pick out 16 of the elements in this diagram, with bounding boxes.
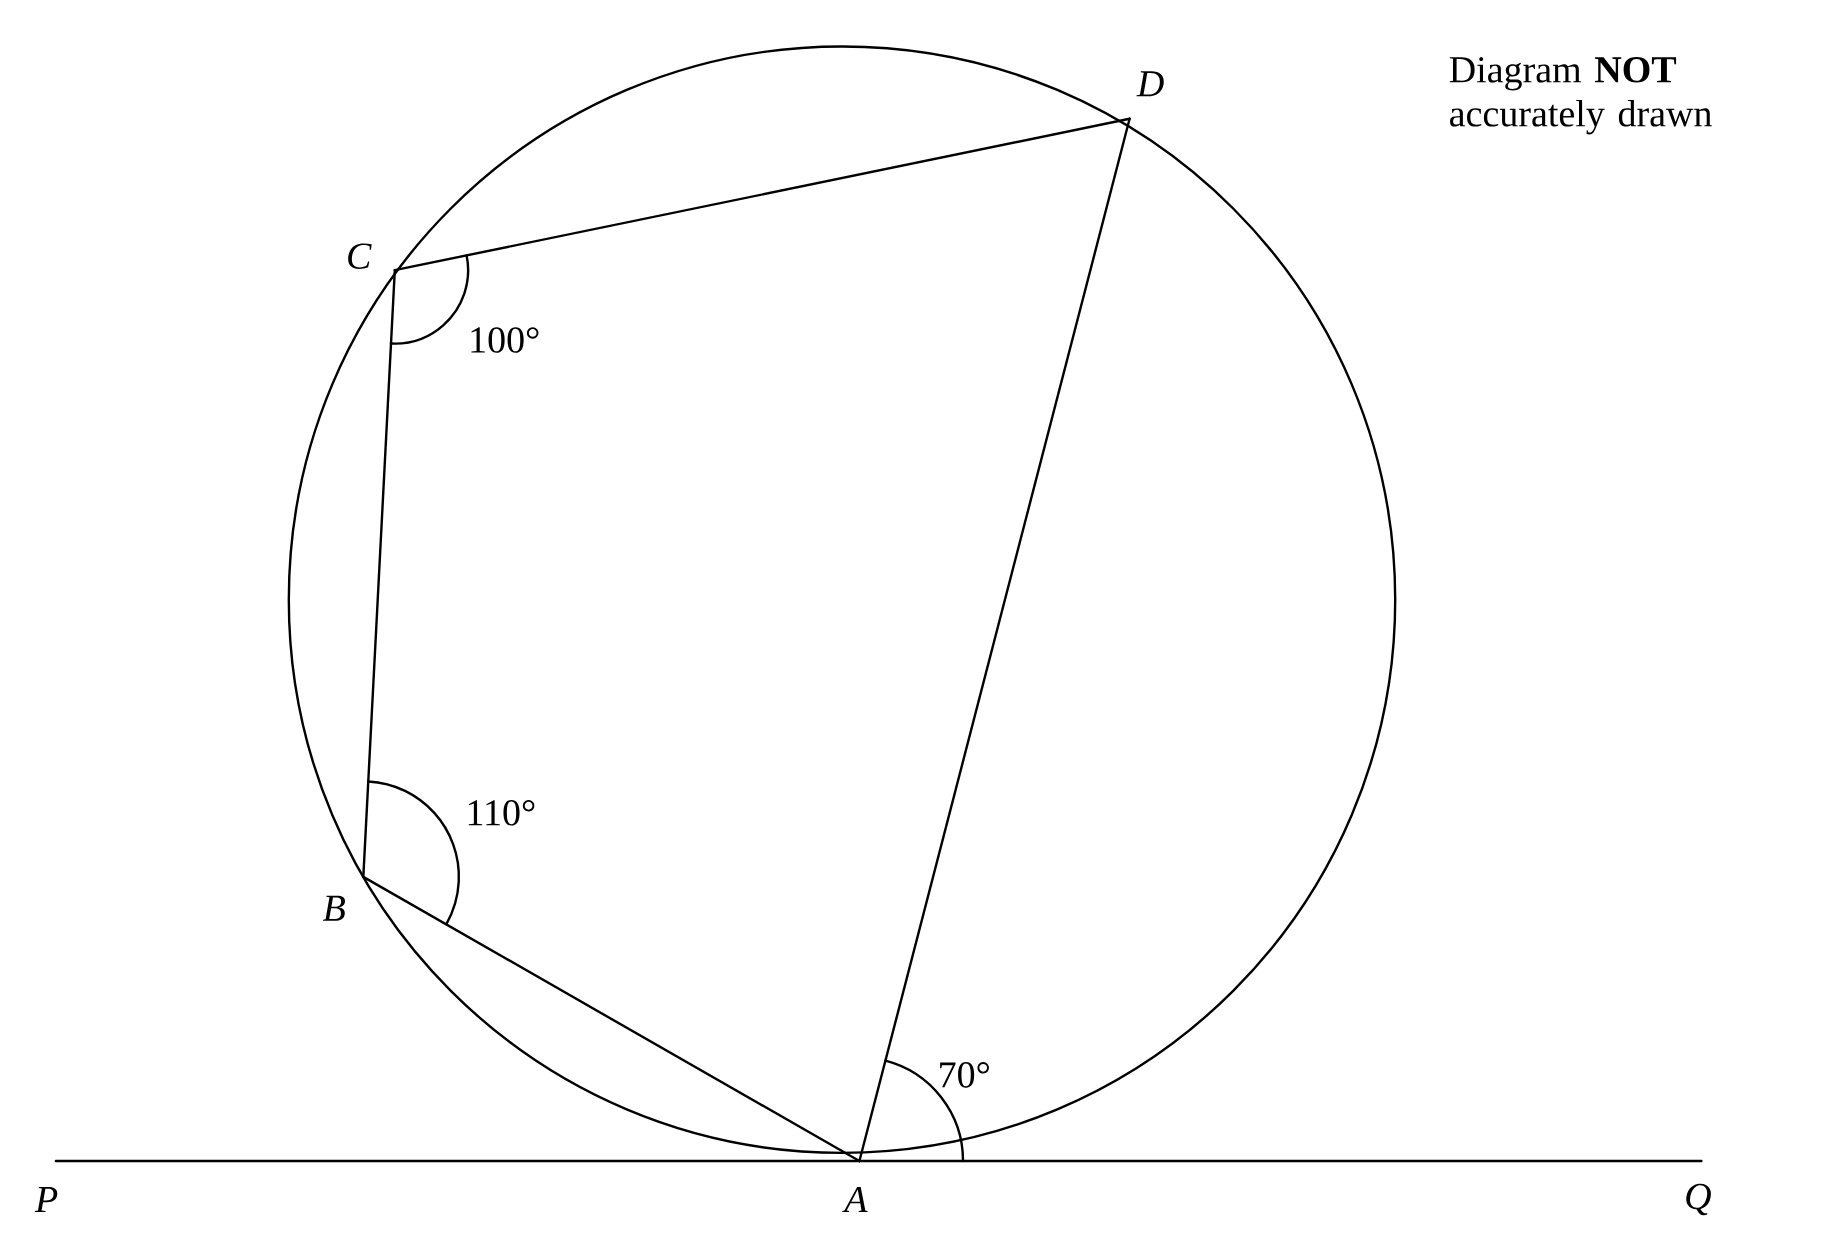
line-segment [393, 117, 1131, 272]
angle-label: 110° [468, 799, 535, 826]
note: Diagram NOT accurately drawn [1449, 57, 1712, 135]
point-label: B [322, 895, 345, 921]
line-segment [54, 1159, 861, 1163]
point-label: C [348, 243, 372, 269]
angle-label: 100° [471, 327, 539, 353]
point-label: A [842, 1186, 868, 1213]
angle-label: 70° [940, 1062, 989, 1088]
point-label: Q [1686, 1183, 1711, 1216]
point-label: D [1136, 71, 1164, 97]
line-segment [362, 875, 861, 1163]
point-label: P [34, 1187, 58, 1212]
line-segment [362, 269, 396, 879]
line-segment [858, 1159, 1703, 1163]
line-segment [858, 117, 1131, 1163]
